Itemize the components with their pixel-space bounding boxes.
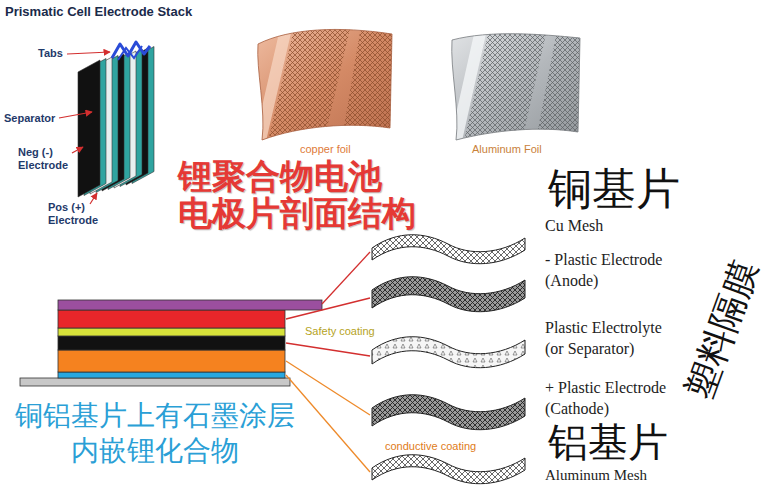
layer-label: Plastic Electrolyte (or Separator) [545,318,675,360]
layer-note: 塑料隔膜 [680,256,763,404]
conductive-layer [58,372,285,378]
leader-line [322,252,370,304]
foil-highlight [448,25,488,150]
section-leaders [286,252,370,472]
layer-label: Aluminum Mesh [545,466,647,486]
heading-note: 锂聚合物电池 电极片剖面结构 [178,158,428,233]
foil-sheet [250,20,400,150]
layer-label: Cu Mesh [545,216,603,237]
part-label: Separator [4,112,55,125]
safety-layer [58,328,285,336]
leader-line [286,375,370,472]
cu-mesh-strip [372,235,525,264]
leader-line [286,298,370,319]
leader-line [72,147,83,153]
electrode-stack [78,47,154,198]
anode-layer [58,310,285,328]
copper-base-layer [58,300,322,310]
foil-outline [452,34,580,140]
part-label: Pos (+) Electrode [48,201,102,227]
foil-mesh [534,25,590,150]
coating-label: conductive coating [385,440,476,453]
cell-section [20,300,322,386]
cathode-strip [372,395,525,430]
aluminum-base-layer [20,378,290,386]
foil-outline [258,29,392,140]
layer-note: 铝基片 [548,422,668,462]
leader-line [59,112,92,118]
leader-line [286,343,370,356]
leader-line [67,52,110,54]
foil-highlight [252,20,294,150]
anode-strip [372,277,525,312]
exploded-layers [372,235,525,484]
al-mesh-strip [372,455,525,484]
cathode-layer [58,350,285,372]
stack-plate [78,60,100,197]
figure-title: Prismatic Cell Electrode Stack [5,4,192,20]
photo-caption: Aluminum Foil [472,143,542,156]
tab-symbol [118,46,142,60]
layer-label: + Plastic Electrode (Cathode) [545,378,675,420]
layer-note: 铜基片 [548,166,680,212]
separator-layer [58,336,285,350]
copper-foil-photo [250,20,400,150]
leader-lines [59,52,110,204]
part-label: Neg (-) Electrode [18,146,72,172]
note-text: 铜铝基片上有石墨涂层 内嵌锂化合物 [5,398,305,468]
aluminum-foil-photo [445,25,590,150]
separator-strip [372,337,525,368]
leader-line [286,361,370,415]
coating-label: Safety coating [305,325,375,338]
leader-line [90,193,97,204]
layer-label: - Plastic Electrode (Anode) [545,250,675,292]
photo-caption: copper foil [300,143,351,156]
part-label: Tabs [38,47,63,60]
